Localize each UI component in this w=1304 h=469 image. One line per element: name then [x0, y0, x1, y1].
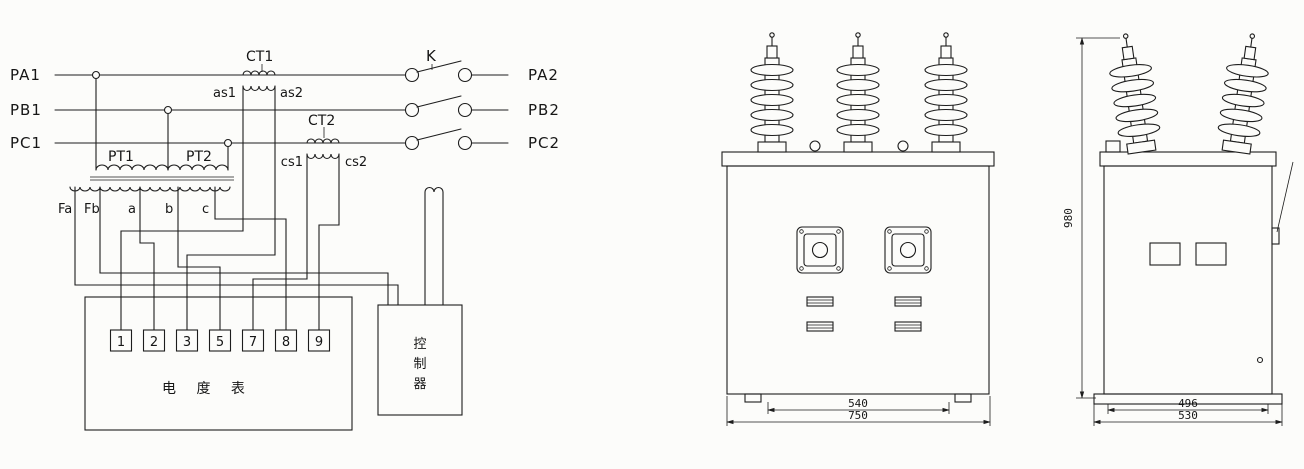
- controller-label-char: 制: [413, 357, 426, 372]
- phase-a-right-label: PA2: [528, 66, 559, 84]
- meter-terminal: 9: [307, 329, 331, 352]
- meter-terminal: 5: [208, 329, 232, 352]
- switch-label: K: [426, 47, 437, 65]
- nameplate-strips: [806, 296, 922, 332]
- meter-terminal: 2: [142, 329, 166, 352]
- wiring-schematic: PA1 PB1 PC1 CT1 as1 as2 CT2 cs1 cs2: [10, 47, 560, 431]
- ct2-s1-label: cs1: [281, 155, 303, 170]
- side-dimensions: 980 496 530: [1062, 37, 1283, 426]
- terminal-number: 7: [249, 335, 257, 350]
- side-view: 980 496 530: [1062, 30, 1294, 426]
- ct1-s1-label: as1: [213, 86, 236, 101]
- ct2-s2-label: cs2: [345, 155, 367, 170]
- pt-sec-b-label: b: [165, 202, 173, 217]
- phase-b-right-label: PB2: [528, 101, 560, 119]
- dim-750: 750: [848, 409, 868, 422]
- pt-sec-c-label: c: [202, 202, 209, 217]
- controller-box: [377, 186, 463, 416]
- pt-sec-a-label: a: [128, 202, 136, 217]
- terminal-number: 9: [315, 335, 323, 350]
- secondary-wiring: [74, 85, 399, 331]
- meter-box-label: 电 度 表: [162, 381, 253, 397]
- bushing: [1104, 30, 1164, 156]
- phase-c-left-label: PC1: [10, 134, 42, 152]
- lifting-lugs: [809, 140, 909, 152]
- front-tank: [721, 151, 995, 403]
- pt-sec-fb-label: Fb: [84, 202, 100, 217]
- pt-symbol: [69, 70, 234, 192]
- ct2-symbol: [306, 127, 340, 160]
- meter-terminal: 7: [241, 329, 265, 352]
- pt1-label: PT1: [108, 149, 134, 165]
- meter-terminal: 3: [175, 329, 199, 352]
- ct1-label: CT1: [246, 49, 273, 65]
- terminal-number: 3: [183, 335, 191, 350]
- dim-540: 540: [848, 397, 868, 410]
- ct1-s2-label: as2: [280, 86, 303, 101]
- front-dimensions: 540 750: [726, 396, 991, 426]
- side-tank: [1093, 140, 1294, 405]
- dim-980: 980: [1062, 208, 1075, 228]
- phase-b-left-label: PB1: [10, 101, 42, 119]
- secondary-terminal-box: [796, 226, 844, 274]
- bushing: [924, 32, 968, 153]
- terminal-number: 5: [216, 335, 224, 350]
- controller-label-char: 器: [413, 377, 426, 392]
- secondary-terminal-box: [884, 226, 932, 274]
- front-view: 540 750: [721, 32, 995, 426]
- terminal-number: 1: [117, 335, 125, 350]
- controller-label-char: 控: [413, 337, 426, 352]
- dim-496: 496: [1178, 397, 1198, 410]
- ct2-label: CT2: [308, 113, 335, 129]
- bushing: [750, 32, 794, 153]
- bushing: [836, 32, 880, 153]
- pt-sec-fa-label: Fa: [58, 202, 72, 217]
- dim-530: 530: [1178, 409, 1198, 422]
- phase-c-right-label: PC2: [528, 134, 560, 152]
- meter-box: [84, 296, 353, 431]
- meter-terminal: 1: [109, 329, 133, 352]
- pt2-label: PT2: [186, 149, 212, 165]
- switch-k-symbol: [404, 60, 509, 151]
- phase-a-left-label: PA1: [10, 66, 41, 84]
- bushing: [1214, 30, 1274, 156]
- terminal-number: 2: [150, 335, 158, 350]
- meter-terminal: 8: [274, 329, 298, 352]
- terminal-number: 8: [282, 335, 290, 350]
- ct1-symbol: [242, 64, 276, 92]
